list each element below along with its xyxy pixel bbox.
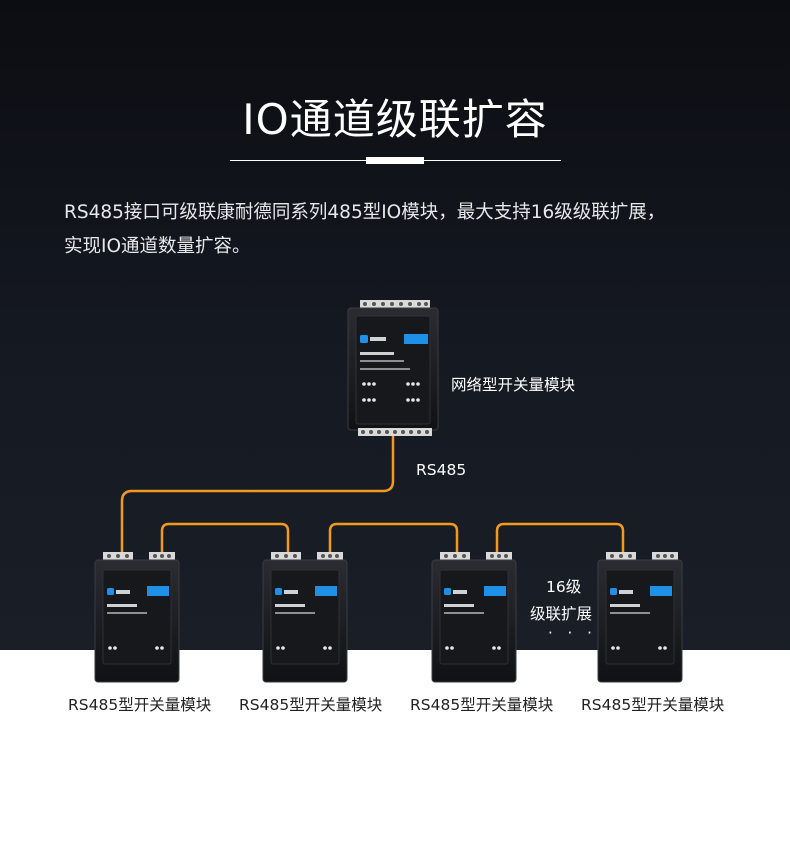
cable-network-to-module-1 (120, 430, 395, 552)
title-underline-accent (366, 157, 424, 164)
rs485-io-module-1 (94, 552, 180, 683)
description-line-1: RS485接口可级联康耐德同系列485型IO模块，最大支持16级级联扩展， (64, 202, 666, 223)
rs485-io-module-2 (262, 552, 348, 683)
cascade-expand-label: 级联扩展 (530, 605, 593, 623)
page-title: IO通道级联扩容 (242, 95, 548, 144)
cable-module-2-to-3 (328, 522, 459, 552)
network-module-label: 网络型开关量模块 (451, 376, 576, 394)
cascade-count-label: 16级 (546, 578, 582, 596)
cable-module-3-to-4 (495, 522, 625, 552)
rs485-module-1-label: RS485型开关量模块 (68, 696, 212, 714)
rs485-module-2-label: RS485型开关量模块 (239, 696, 383, 714)
rs485-io-module-3 (431, 552, 517, 683)
description-line-2: 实现IO通道数量扩容。 (64, 236, 251, 257)
rs485-cable-group (120, 430, 625, 552)
network-io-module (347, 300, 439, 436)
rs485-io-module-4 (597, 552, 683, 683)
rs485-module-3-label: RS485型开关量模块 (410, 696, 554, 714)
cable-module-1-to-2 (160, 522, 290, 552)
ellipsis-indicator: · · · (548, 624, 597, 642)
rs485-link-label: RS485 (416, 461, 467, 479)
rs485-module-4-label: RS485型开关量模块 (581, 696, 725, 714)
description: RS485接口可级联康耐德同系列485型IO模块，最大支持16级级联扩展， 实现… (64, 196, 744, 264)
